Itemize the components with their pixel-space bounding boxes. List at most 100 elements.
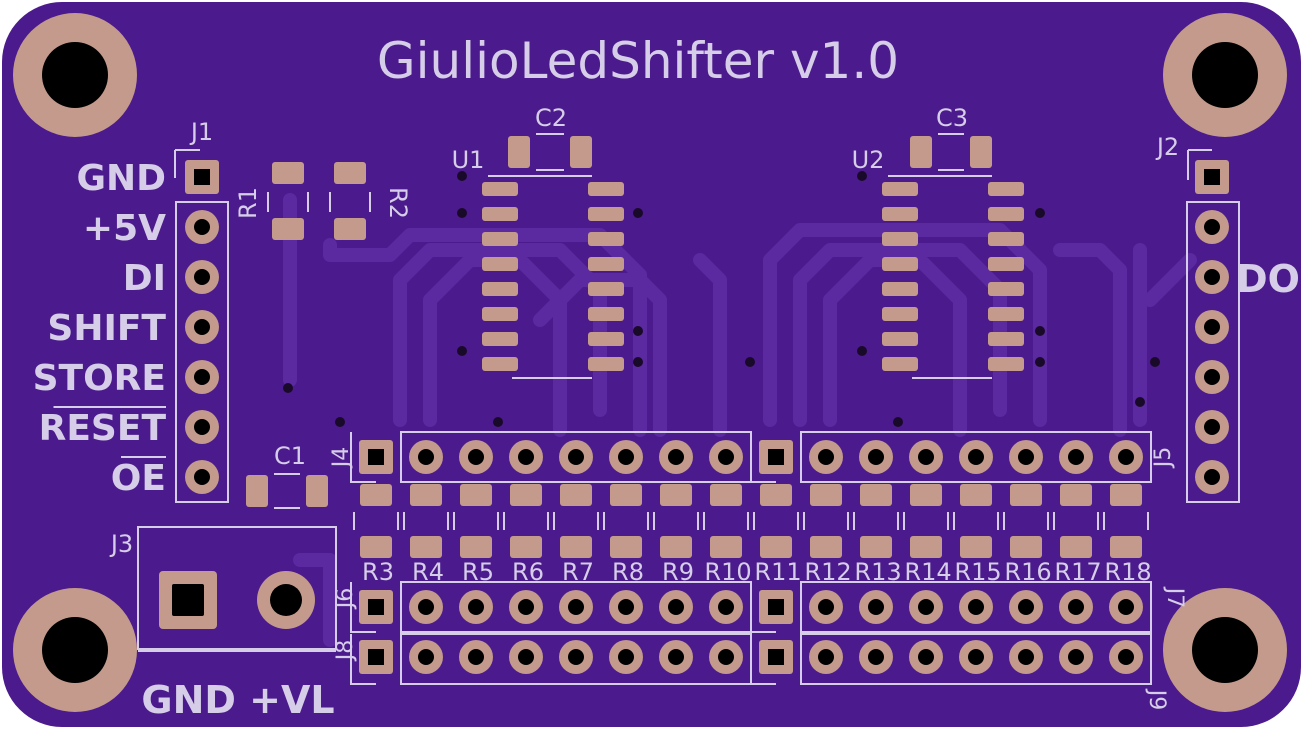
resistor-r7: R7 bbox=[553, 484, 599, 586]
ref-r13: R13 bbox=[854, 558, 901, 586]
u2-pad-2 bbox=[882, 207, 918, 221]
j8-j9-pin-3 bbox=[459, 640, 493, 674]
via-1 bbox=[457, 171, 467, 181]
via-11 bbox=[1035, 326, 1045, 336]
ref-c2: C2 bbox=[535, 104, 567, 132]
resistor-r9: R9 bbox=[653, 484, 699, 586]
j1-label-shift: SHIFT bbox=[47, 308, 166, 349]
resistor-r8: R8 bbox=[603, 484, 649, 586]
resistor-r4: R4 bbox=[403, 484, 449, 586]
capacitor-c2: C2 bbox=[508, 104, 592, 171]
ref-r11: R11 bbox=[754, 558, 801, 586]
u2-pad-12 bbox=[988, 282, 1024, 296]
u1-pad-9 bbox=[588, 357, 624, 371]
j4-j5-pin-14 bbox=[1009, 440, 1043, 474]
ref-r16: R16 bbox=[1004, 558, 1051, 586]
ref-r15: R15 bbox=[954, 558, 1001, 586]
ref-r12: R12 bbox=[804, 558, 851, 586]
resistor-r13: R13 bbox=[853, 484, 902, 586]
u1-pad-4 bbox=[482, 257, 518, 271]
j1-pin-4 bbox=[185, 310, 219, 344]
header-pins bbox=[359, 440, 1143, 674]
j4-j5-pin-5 bbox=[559, 440, 593, 474]
ref-r14: R14 bbox=[904, 558, 951, 586]
via-14 bbox=[335, 417, 345, 427]
ref-u2: U2 bbox=[852, 146, 885, 174]
resistor-r5: R5 bbox=[453, 484, 499, 586]
ref-r17: R17 bbox=[1054, 558, 1101, 586]
connector-j3: J3 GND +VL bbox=[109, 526, 337, 722]
via-5 bbox=[633, 326, 643, 336]
copper-traces bbox=[283, 193, 1197, 647]
j2-pins bbox=[1195, 160, 1229, 494]
via-18 bbox=[1135, 397, 1145, 407]
j8-j9-pin-15 bbox=[1059, 640, 1093, 674]
u1-pad-15 bbox=[588, 207, 624, 221]
j4-j5-pin-4 bbox=[509, 440, 543, 474]
j4-j5-pin-2 bbox=[409, 440, 443, 474]
resistor-r12: R12 bbox=[803, 484, 852, 586]
resistor-r10: R10 bbox=[703, 484, 752, 586]
ref-r10: R10 bbox=[704, 558, 751, 586]
j1-label-store: STORE bbox=[33, 358, 166, 399]
resistor-r2: R2 bbox=[329, 162, 412, 240]
u2-pad-16 bbox=[988, 182, 1024, 196]
ref-c1: C1 bbox=[274, 442, 306, 470]
u1-pad-10 bbox=[588, 332, 624, 346]
j6-j7-pin-10 bbox=[809, 590, 843, 624]
ref-u1: U1 bbox=[452, 146, 485, 174]
u1-pad-3 bbox=[482, 232, 518, 246]
j8-j9-pin-11 bbox=[859, 640, 893, 674]
j2-pin-2 bbox=[1195, 210, 1229, 244]
j1-pin-1 bbox=[185, 160, 219, 194]
j6-j7-pin-16 bbox=[1109, 590, 1143, 624]
ref-r2: R2 bbox=[384, 187, 412, 219]
header-outlines: J4 J5 J6 J7 J8 J9 bbox=[329, 431, 1187, 711]
j1-pin-6 bbox=[185, 410, 219, 444]
u2-pad-15 bbox=[988, 207, 1024, 221]
j2-pin-4 bbox=[1195, 310, 1229, 344]
ref-r9: R9 bbox=[662, 558, 694, 586]
u2-pad-10 bbox=[988, 332, 1024, 346]
j6-j7-pin-12 bbox=[909, 590, 943, 624]
via-17 bbox=[283, 383, 293, 393]
j8-j9-pin-10 bbox=[809, 640, 843, 674]
j4-j5-pin-12 bbox=[909, 440, 943, 474]
via-3 bbox=[457, 346, 467, 356]
resistor-r16: R16 bbox=[1003, 484, 1052, 586]
ref-j9: J9 bbox=[1144, 688, 1169, 711]
j4-j5-pin-9 bbox=[759, 440, 793, 474]
via-9 bbox=[857, 346, 867, 356]
u2-pad-11 bbox=[988, 307, 1024, 321]
ref-r8: R8 bbox=[612, 558, 644, 586]
ref-j6: J6 bbox=[333, 588, 358, 611]
j2-pin-3 bbox=[1195, 260, 1229, 294]
u1-pad-14 bbox=[588, 232, 624, 246]
capacitor-c1: C1 bbox=[246, 442, 328, 509]
j6-j7-pin-7 bbox=[659, 590, 693, 624]
via-15 bbox=[493, 417, 503, 427]
j8-j9-pin-1 bbox=[359, 640, 393, 674]
u1-pad-5 bbox=[482, 282, 518, 296]
j6-j7-pin-3 bbox=[459, 590, 493, 624]
j4-j5-pin-16 bbox=[1109, 440, 1143, 474]
ic-u1: U1 bbox=[452, 146, 592, 379]
j8-j9-pin-9 bbox=[759, 640, 793, 674]
u2-pad-13 bbox=[988, 257, 1024, 271]
j1-label-di: DI bbox=[123, 258, 166, 299]
u2-pad-3 bbox=[882, 232, 918, 246]
j1-label-oe: OE bbox=[111, 458, 166, 499]
ref-j1: J1 bbox=[189, 118, 213, 146]
j6-j7-pin-15 bbox=[1059, 590, 1093, 624]
ref-j5: J5 bbox=[1151, 447, 1176, 470]
j2-do-label: DO bbox=[1236, 257, 1300, 301]
j6-j7-pin-14 bbox=[1009, 590, 1043, 624]
resistor-r6: R6 bbox=[503, 484, 549, 586]
j8-j9-pin-2 bbox=[409, 640, 443, 674]
j2-pin-7 bbox=[1195, 460, 1229, 494]
j6-j7-pin-9 bbox=[759, 590, 793, 624]
ref-r1: R1 bbox=[234, 187, 262, 219]
j1-label-gnd: GND bbox=[76, 158, 166, 199]
